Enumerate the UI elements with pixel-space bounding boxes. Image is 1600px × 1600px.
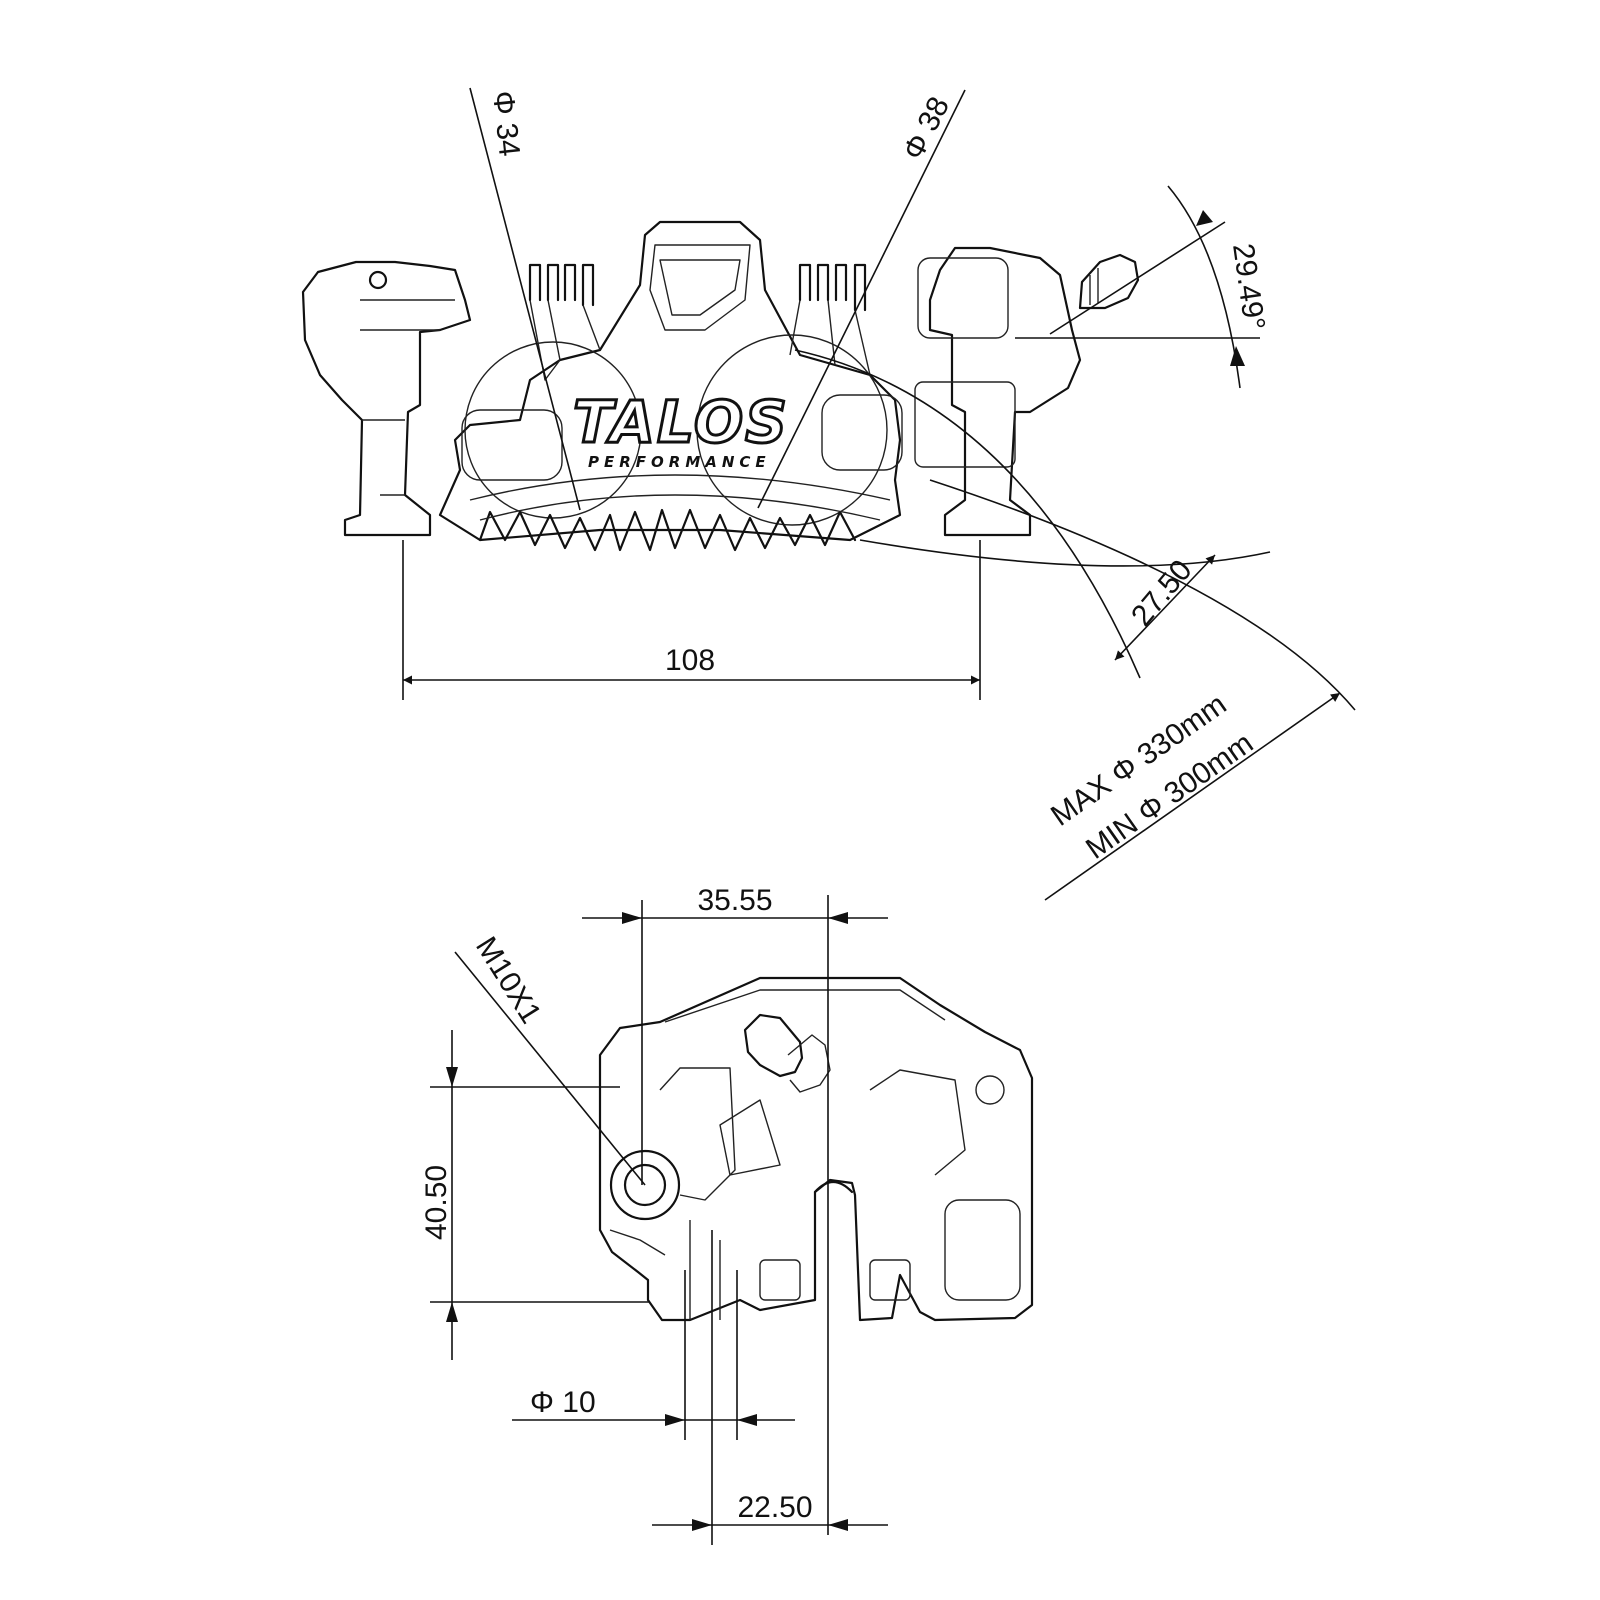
dim-width-108: 108 (665, 644, 715, 677)
caliper-side-view (598, 976, 1034, 1322)
caliper-front-view: TALOS PERFORMANCE (301, 220, 1140, 552)
dim-top-offset: 35.55 (697, 884, 772, 917)
dim-bleeder-angle: 29.49° (1226, 241, 1271, 332)
dim-bore-34: Φ 34 (486, 89, 526, 158)
dim-bottom-offset: 22.50 (737, 1491, 812, 1524)
brand-logo-talos: TALOS (573, 388, 789, 456)
dim-bore-38: Φ 38 (897, 92, 956, 165)
side-view-dimensions: 35.55 M10X1 40.50 Φ 10 22.50 (420, 884, 888, 1545)
dim-thread: M10X1 (469, 931, 547, 1029)
dim-pin-diameter: Φ 10 (530, 1386, 596, 1419)
dim-height: 40.50 (420, 1165, 453, 1240)
brand-logo-performance: PERFORMANCE (588, 453, 771, 471)
front-view-dimensions: Φ 34 Φ 38 29.49° 108 27.50 MAX Φ 330mm M… (402, 87, 1356, 901)
